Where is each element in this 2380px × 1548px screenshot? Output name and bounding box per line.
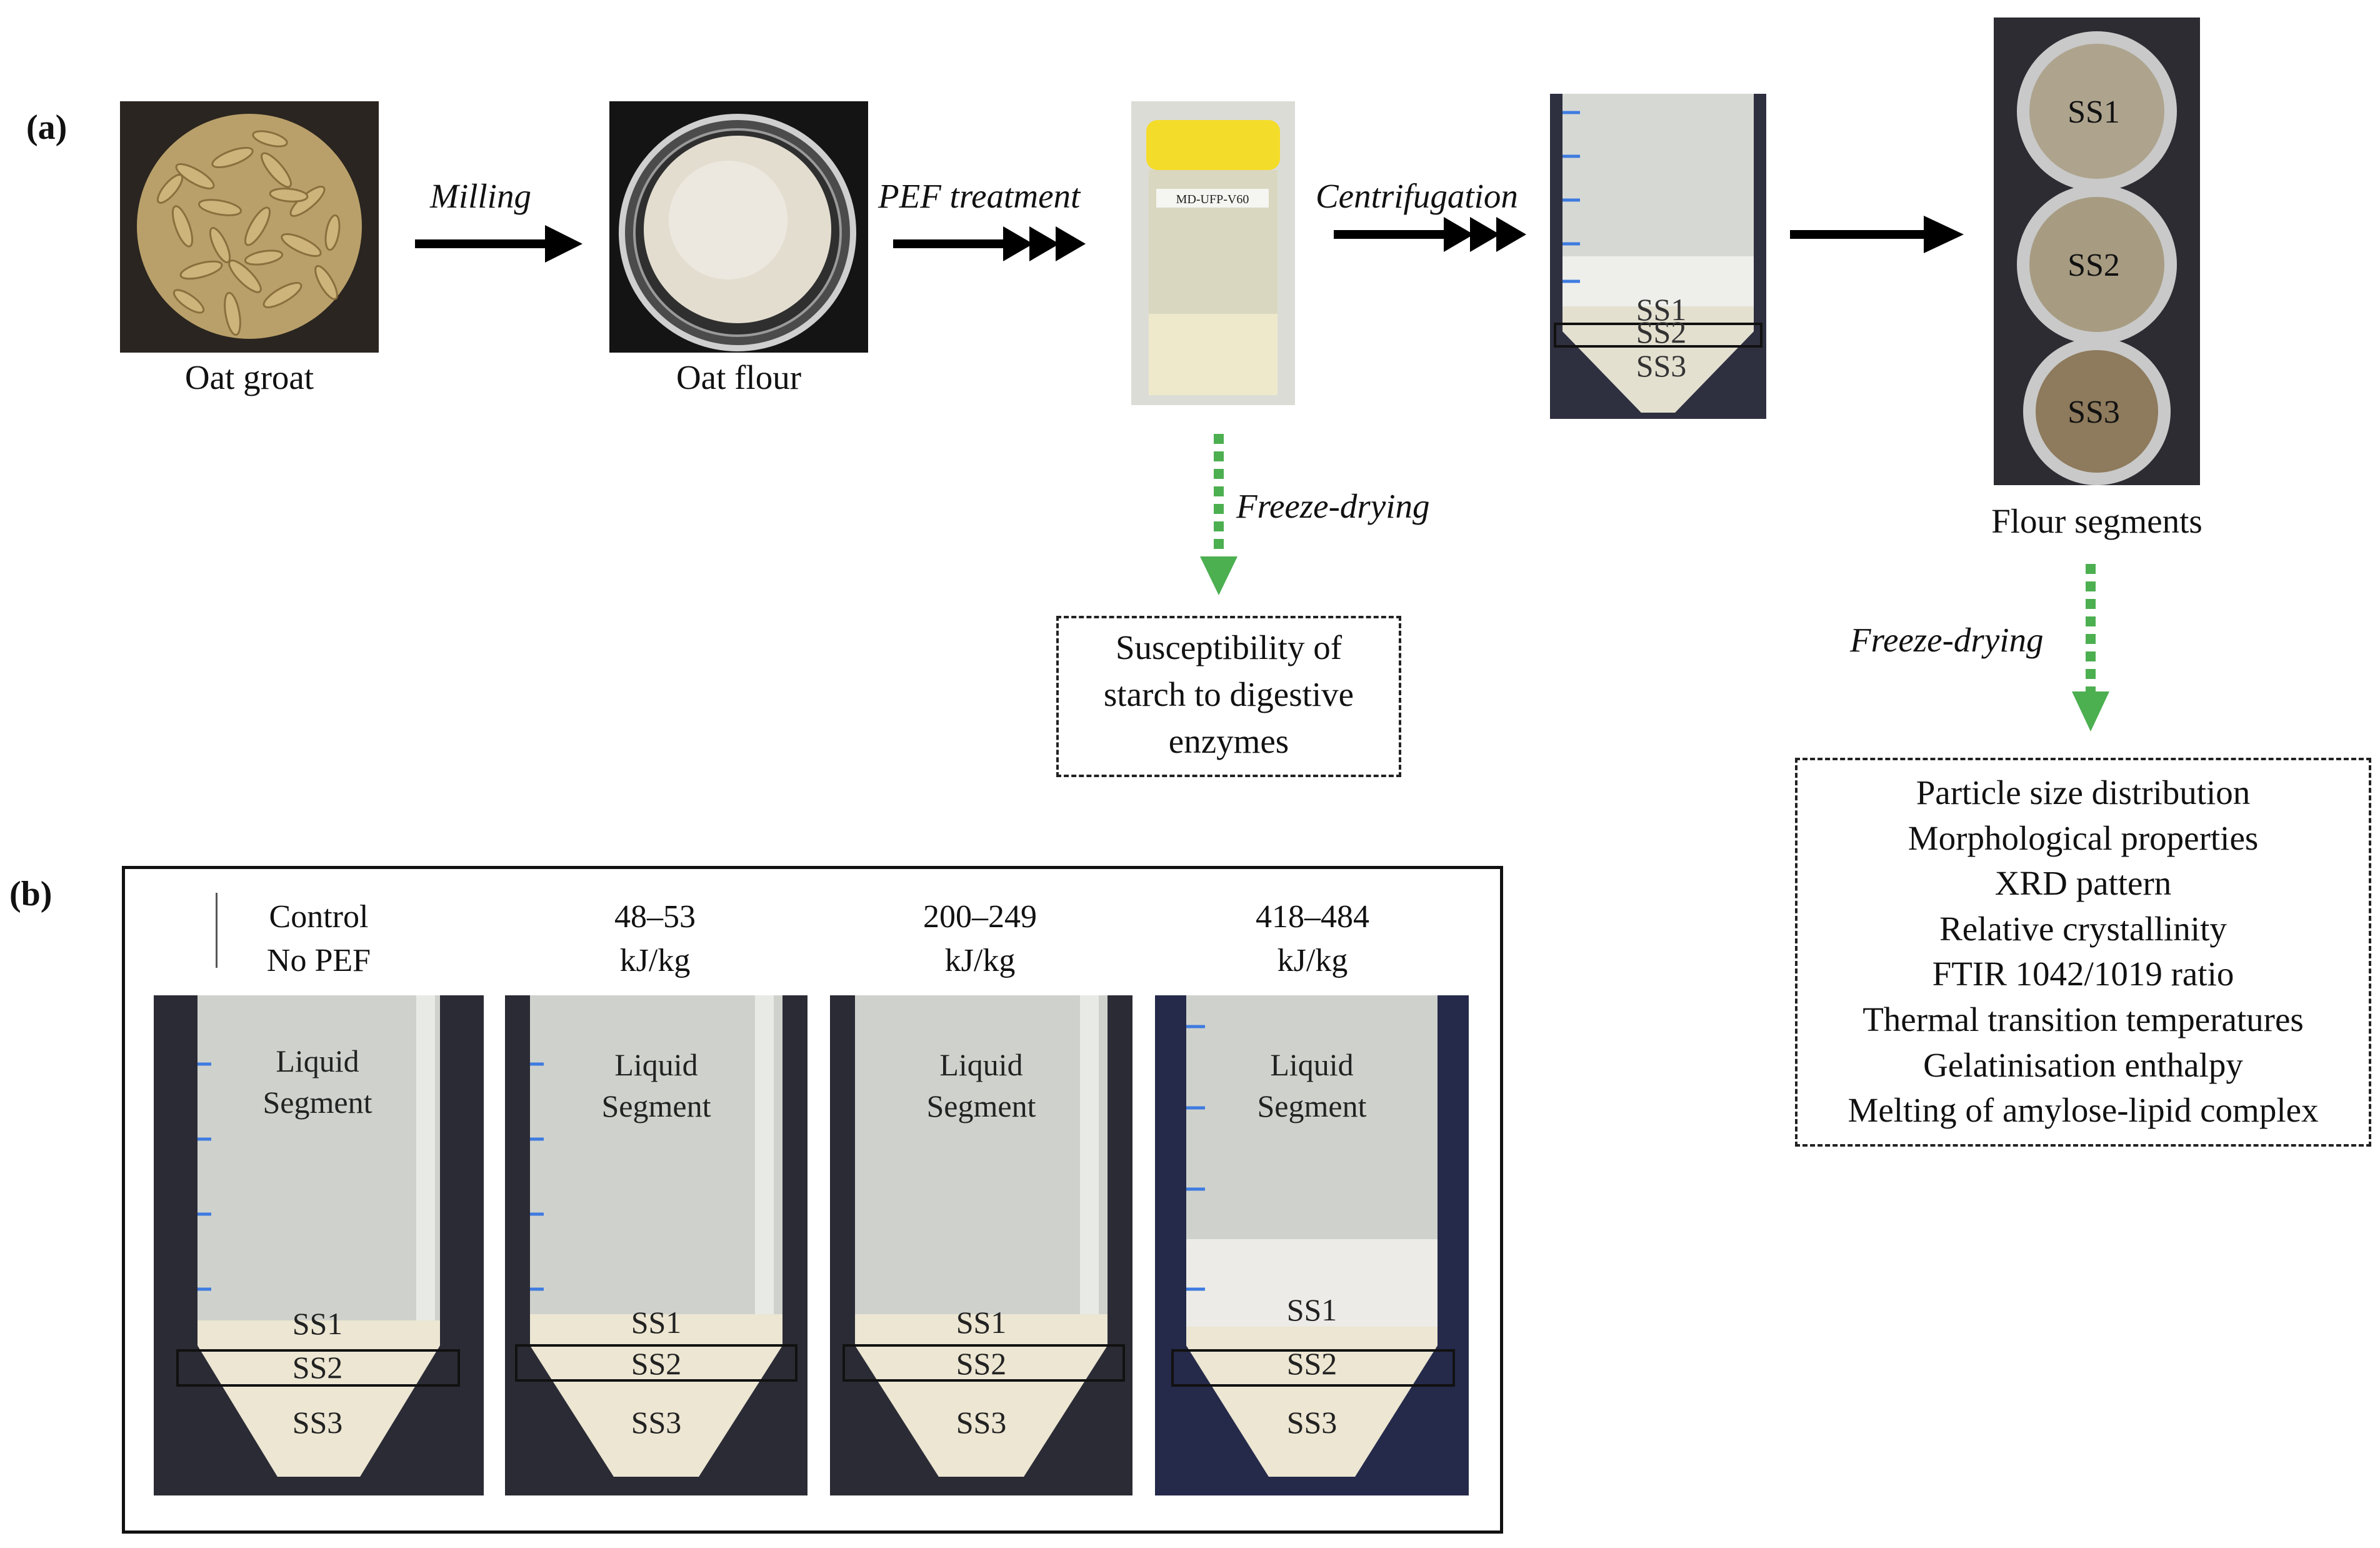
tube-label-ss1: SS1 bbox=[1636, 292, 1687, 327]
column-header-control: Control No PEF bbox=[266, 899, 371, 979]
oat-flour-photo bbox=[609, 101, 868, 353]
ss2-label-2: SS2 bbox=[631, 1346, 682, 1381]
panel-b-frame bbox=[122, 866, 1503, 1534]
centrifugation-arrow bbox=[1334, 217, 1526, 252]
oat-flour-caption: Oat flour bbox=[676, 358, 802, 396]
freeze-drying-label-1: Freeze-drying bbox=[1236, 487, 1430, 525]
tube-418-484-photo: Liquid Segment SS1 SS2 SS3 bbox=[1155, 995, 1469, 1495]
dish-label-ss2: SS2 bbox=[2068, 248, 2120, 283]
segment-label-4: Segment bbox=[1258, 1088, 1367, 1123]
liquid-label-2: Liquid bbox=[614, 1047, 698, 1082]
liquid-label-3: Liquid bbox=[939, 1047, 1022, 1082]
milling-label: Milling bbox=[430, 177, 531, 215]
ss3-label-1: SS3 bbox=[292, 1405, 343, 1440]
starch-box-line-2: starch to digestive bbox=[1103, 675, 1354, 713]
analysis-item: Morphological properties bbox=[1908, 818, 2259, 857]
centrifugation-label: Centrifugation bbox=[1316, 177, 1518, 215]
ss1-label-1: SS1 bbox=[292, 1306, 343, 1341]
header-divider bbox=[216, 893, 218, 968]
ss3-label-4: SS3 bbox=[1287, 1405, 1338, 1440]
centrifuge-tube-photo: SS1 SS2 SS3 bbox=[1550, 94, 1766, 419]
analysis-item: Particle size distribution bbox=[1916, 773, 2251, 812]
column-header-48-53: 48–53 kJ/kg bbox=[614, 899, 696, 979]
bottle-label-text: MD-UFP-V60 bbox=[1176, 193, 1249, 206]
analysis-item: Relative crystallinity bbox=[1939, 909, 2227, 948]
segment-label-1: Segment bbox=[263, 1085, 372, 1120]
starch-box-line-1: Susceptibility of bbox=[1115, 628, 1342, 666]
oat-groat-caption: Oat groat bbox=[184, 358, 314, 396]
ss2-label-3: SS2 bbox=[956, 1346, 1007, 1381]
analysis-item: XRD pattern bbox=[1994, 864, 2172, 903]
flour-segments-photo: SS1 SS2 SS3 bbox=[1994, 18, 2200, 485]
liquid-label-1: Liquid bbox=[276, 1043, 359, 1078]
pef-sample-bottle-photo: MD-UFP-V60 bbox=[1131, 101, 1295, 405]
liquid-label-4: Liquid bbox=[1270, 1047, 1353, 1082]
analysis-item: Thermal transition temperatures bbox=[1862, 1000, 2304, 1038]
ss2-label-1: SS2 bbox=[292, 1350, 343, 1385]
tube-48-53-photo: Liquid Segment SS1 SS2 SS3 bbox=[505, 995, 808, 1495]
to-segments-arrow bbox=[1790, 216, 1964, 253]
milling-arrow bbox=[415, 225, 582, 263]
analyses-box: Particle size distribution Morphological… bbox=[1795, 758, 2371, 1147]
ss3-label-3: SS3 bbox=[956, 1405, 1007, 1440]
tube-label-ss2: SS2 bbox=[1636, 314, 1687, 349]
dish-label-ss1: SS1 bbox=[2068, 94, 2120, 130]
starch-box-line-3: enzymes bbox=[1168, 721, 1289, 760]
column-header-418-484: 418–484 kJ/kg bbox=[1256, 899, 1369, 979]
panel-b-label: (b) bbox=[9, 875, 52, 913]
pef-treatment-arrow bbox=[893, 226, 1086, 261]
oat-groat-photo bbox=[120, 101, 379, 353]
analysis-item: Gelatinisation enthalpy bbox=[1923, 1045, 2243, 1084]
panel-a-label: (a) bbox=[26, 108, 68, 147]
ss3-label-2: SS3 bbox=[631, 1405, 682, 1440]
pef-treatment-label: PEF treatment bbox=[878, 177, 1081, 215]
segment-label-3: Segment bbox=[927, 1088, 1036, 1123]
analysis-item: Melting of amylose-lipid complex bbox=[1848, 1091, 2319, 1130]
flour-segments-caption: Flour segments bbox=[1991, 502, 2202, 540]
tube-label-ss3: SS3 bbox=[1636, 348, 1687, 383]
ss2-label-4: SS2 bbox=[1287, 1346, 1338, 1381]
freeze-drying-arrow-2 bbox=[2072, 564, 2109, 731]
tube-200-249-photo: Liquid Segment SS1 SS2 SS3 bbox=[830, 995, 1132, 1495]
ss1-label-4: SS1 bbox=[1287, 1292, 1338, 1327]
starch-susceptibility-box: Susceptibility of starch to digestive en… bbox=[1056, 616, 1401, 777]
ss1-label-3: SS1 bbox=[956, 1305, 1007, 1340]
freeze-drying-arrow-1 bbox=[1200, 434, 1238, 595]
column-header-200-249: 200–249 kJ/kg bbox=[923, 899, 1037, 979]
segment-label-2: Segment bbox=[602, 1088, 711, 1123]
ss1-label-2: SS1 bbox=[631, 1305, 682, 1340]
tube-control-photo: Liquid Segment SS1 SS2 SS3 bbox=[154, 995, 484, 1495]
freeze-drying-label-2: Freeze-drying bbox=[1850, 621, 2044, 659]
analysis-item: FTIR 1042/1019 ratio bbox=[1932, 955, 2234, 993]
dish-label-ss3: SS3 bbox=[2068, 395, 2120, 430]
